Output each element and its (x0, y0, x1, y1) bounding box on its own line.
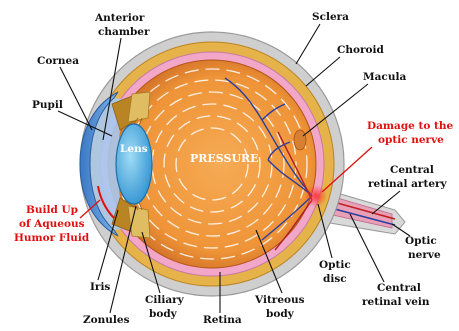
optic-nerve-label-line2: nerve (408, 249, 441, 261)
sclera-label: Sclera (312, 11, 349, 23)
ciliary-body-label-line2: body (149, 308, 178, 320)
cornea-label: Cornea (37, 55, 79, 67)
zonules-label: Zonules (83, 314, 130, 326)
central-retinal-artery-label-line2: retinal artery (368, 178, 448, 190)
central-retinal-vein-label-line1: Central (377, 282, 421, 294)
lens-label: Lens (120, 143, 148, 155)
pupil-label: Pupil (32, 99, 63, 111)
damage-optic-nerve-label-line1: Damage to the (367, 120, 453, 132)
choroid-label: Choroid (337, 44, 385, 56)
vitreous-body-label-line1: Vitreous (254, 294, 305, 306)
optic-disc-label-line1: Optic (319, 259, 351, 271)
build-up-label-line1: Build Up (26, 204, 78, 216)
central-retinal-vein-label-line2: retinal vein (362, 296, 430, 308)
optic-disc-label-line2: disc (323, 273, 347, 285)
ciliary-body-label-line1: Ciliary (145, 294, 185, 306)
ciliary-body-upper-shape (128, 92, 150, 122)
build-up-label-line2: of Aqueous (19, 218, 85, 230)
choroid-leader (306, 57, 340, 86)
build-up-label-line3: Humor Fluid (14, 232, 90, 244)
vitreous-body-label-line2: body (266, 308, 295, 320)
cornea-leader (60, 67, 92, 130)
iris-label: Iris (90, 281, 110, 293)
anterior-chamber-label-line1: Anterior (94, 12, 145, 24)
ciliary-body-shape (128, 206, 150, 238)
optic-nerve-label-line1: Optic (405, 235, 437, 247)
central-retinal-artery-label-line1: Central (390, 164, 434, 176)
macula-label: Macula (363, 71, 406, 83)
anterior-chamber-label-line2: chamber (98, 26, 150, 38)
retina-label: Retina (203, 314, 242, 326)
optic-nerve-damage-glow (305, 185, 327, 207)
damage-optic-nerve-label-line2: optic nerve (378, 134, 444, 146)
lens-shape (116, 124, 152, 204)
macula-spot (294, 130, 306, 150)
pressure-label: PRESSURE (190, 152, 259, 165)
sclera-leader (296, 24, 320, 64)
